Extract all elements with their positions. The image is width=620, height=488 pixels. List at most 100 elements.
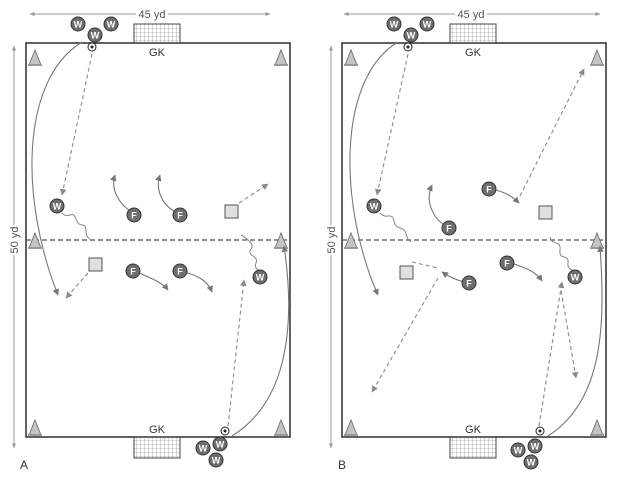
square-marker [88,257,103,272]
square-marker [399,265,414,280]
svg-text:W: W [256,273,265,283]
svg-text:W: W [390,20,399,30]
run-path [547,245,604,437]
goal-bottom [449,436,497,459]
width-label: 45 yd [139,9,166,21]
run-path [349,41,399,296]
gk-label-bottom: GK [149,424,166,436]
panel-a: 45 yd 50 yd GK GK [8,7,291,472]
square-marker [538,205,553,220]
forward-token: F [126,207,142,223]
run-path [495,189,520,204]
svg-text:F: F [131,211,137,221]
pass-path [60,53,93,196]
dribble-path [61,212,91,240]
run-path [426,184,447,227]
svg-text:F: F [504,259,510,269]
svg-text:F: F [130,267,136,277]
forward-token: F [172,263,188,279]
panel-letter: A [20,458,28,472]
wide-player-token: W [523,454,539,470]
wide-player-token: W [567,269,583,285]
gk-label-bottom: GK [465,424,482,436]
svg-text:W: W [407,31,416,41]
length-label: 50 yd [9,227,21,254]
pass-path [519,68,585,197]
pass-path [375,53,409,196]
wide-player-token: W [212,436,228,452]
run-path [441,271,466,283]
pass-path [538,281,565,427]
svg-text:W: W [212,456,221,466]
length-label: 50 yd [326,227,338,254]
run-path [183,271,213,293]
ball-icon [220,426,230,436]
run-path [31,41,83,296]
run-path [231,245,290,437]
pass-path [227,279,247,427]
cone-icon [590,231,604,249]
run-path [109,174,133,213]
cone-icon [344,418,358,436]
cone-icon [274,48,288,66]
wide-player-token: W [195,440,211,456]
wide-player-token: W [510,442,526,458]
svg-text:W: W [531,442,540,452]
wide-player-token: W [87,27,103,43]
wide-player-token: W [386,16,402,32]
goal-bottom [133,436,181,459]
cone-icon [344,48,358,66]
forward-token: F [461,275,477,291]
wide-player-token: W [366,198,382,214]
svg-text:W: W [216,440,225,450]
run-path [154,174,178,214]
forward-token: F [172,207,188,223]
ball-icon [403,42,413,52]
dribble-path [240,234,259,271]
cone-icon [590,48,604,66]
width-label: 45 yd [458,9,485,21]
pass-path [371,277,439,393]
run-path [513,263,543,282]
svg-text:W: W [527,458,536,468]
ball-icon [87,42,97,52]
goal-top [449,23,497,44]
pass-path [238,183,269,204]
svg-text:F: F [446,224,452,234]
square-marker [224,204,239,219]
wide-player-token: W [527,438,543,454]
wide-player-token: W [103,16,119,32]
forward-token: F [481,181,497,197]
svg-text:W: W [53,202,62,212]
panel-letter: B [338,458,346,472]
cone-icon [28,48,42,66]
panel-b: 45 yd 50 yd GK GK [325,7,607,472]
svg-text:W: W [571,273,580,283]
forward-token: F [499,255,515,271]
wide-player-token: W [419,16,435,32]
cone-icon [28,418,42,436]
pass-path [411,261,439,269]
svg-text:F: F [177,211,183,221]
goal-top [133,23,181,44]
dribble-path [549,236,573,271]
cone-icon [590,418,604,436]
svg-text:W: W [107,20,116,30]
svg-text:W: W [74,20,83,30]
ball-icon [535,426,545,436]
wide-player-token: W [403,27,419,43]
cone-icon [344,231,358,249]
forward-token: F [441,220,457,236]
wide-player-token: W [252,269,268,285]
cone-icon [28,231,42,249]
cone-icon [274,231,288,249]
pass-path [559,283,579,379]
svg-text:F: F [177,267,183,277]
pass-path [65,272,89,299]
dribble-path [379,212,412,243]
svg-text:F: F [486,185,492,195]
svg-text:W: W [514,446,523,456]
svg-text:W: W [91,31,100,41]
svg-text:W: W [423,20,432,30]
